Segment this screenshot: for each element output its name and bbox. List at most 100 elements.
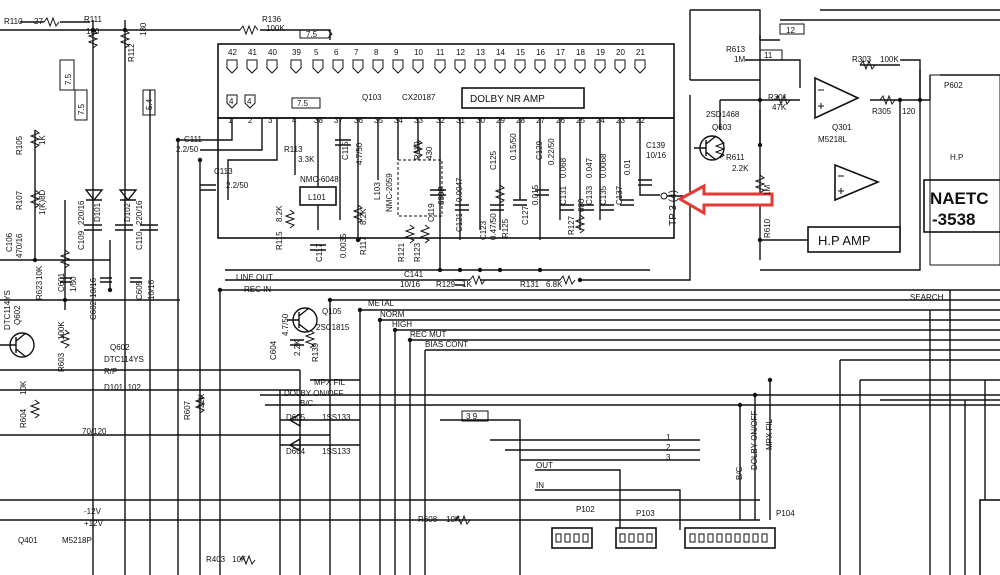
r136-label: R136 [262, 15, 282, 24]
flag-39: 3 9 [466, 412, 478, 421]
ic-top-pin-6: 7 [354, 48, 359, 57]
c106-value: 470/16 [15, 233, 24, 258]
c109-value: 220/16 [77, 200, 86, 225]
r115-value: 8.2K [275, 205, 284, 222]
ic-bottom-pin-11: 31 [456, 116, 465, 125]
r403-label: R403 [206, 555, 226, 564]
c131-value: 0.068 [559, 157, 568, 178]
q401-ref: Q401 [18, 536, 38, 545]
connector-pin-1-0 [619, 533, 626, 543]
r613-value: 1M [734, 55, 745, 64]
r607-label: R607 [183, 400, 192, 420]
tp-label: TP 3 (4) [668, 190, 679, 226]
c115-value: 4.7/50 [355, 142, 364, 165]
line-out: LINE OUT [236, 273, 273, 282]
r111-value: 180 [86, 27, 100, 36]
rec-mut-label: REC MUT [410, 330, 447, 339]
c110-value: 220/16 [135, 200, 144, 225]
r119-value: 430 [425, 146, 434, 160]
r110-value: 27 [34, 17, 43, 26]
ic-pin-marker-18 [594, 59, 606, 74]
net-2: 2 [666, 443, 671, 452]
d604-ref: D604 [286, 447, 306, 456]
c119-label: C119 [427, 203, 436, 222]
q603-part: 2SD1468 [706, 110, 740, 119]
connector-pin-1-1 [628, 533, 635, 543]
q602a-ref: Q602 [13, 305, 22, 325]
r623-value: 10K [35, 265, 44, 280]
d605-part: 1SS133 [322, 413, 351, 422]
q602b-part: DTC114YS [104, 355, 144, 364]
high-label: HIGH [392, 320, 412, 329]
c110-label: C110 [135, 231, 144, 250]
r105-value: 1K [38, 135, 47, 145]
p602-label: P602 [944, 81, 963, 90]
connector-pin-0-1 [564, 533, 571, 543]
c125-label: C125 [489, 150, 498, 170]
junction-dot [757, 97, 763, 103]
ic-pin-marker-10 [434, 59, 446, 74]
wiring [0, 9, 1000, 575]
ic-bottom-pin-0: 1 [228, 116, 233, 125]
r113-value: 3.3K [298, 155, 315, 164]
junction-dot [90, 27, 96, 33]
flag-54: 5.4 [145, 98, 154, 110]
v70-label: 70/120 [82, 427, 107, 436]
ic-pin-marker-6 [352, 59, 364, 74]
rp-label: R/P [104, 367, 117, 376]
c139-label: C139 [646, 141, 666, 150]
r611-value: 2.2K [732, 164, 749, 173]
r613-label: R613 [726, 45, 746, 54]
c117-label: C117 [315, 243, 324, 262]
ic-top-pin-2: 40 [268, 48, 277, 57]
q301-ref: Q301 [832, 123, 852, 132]
ic-bottom-pin-2: 3 [268, 116, 273, 125]
c119-value: 680P [437, 186, 446, 205]
mpx-fil-label: MPX FIL [314, 378, 346, 387]
labels: R110 27 R111 180 R112 180 7.5 7.5 5.4 R1… [3, 15, 989, 564]
ic-pin-marker-2 [266, 59, 278, 74]
r608-label: R608 [418, 515, 438, 524]
c113-value: 2.2/50 [226, 181, 249, 190]
junction-dot [537, 267, 543, 273]
c605-value: 10/16 [147, 279, 156, 300]
r107-value: 1(K)8D [38, 189, 47, 215]
c133-label: C133 [585, 185, 594, 205]
q105-part: 2SC1815 [316, 323, 350, 332]
junction-dot [355, 237, 361, 243]
r123-label: R123 [413, 242, 422, 262]
ic-bottom-pin-8: 34 [394, 116, 403, 125]
components [0, 16, 1000, 575]
ic-bottom-pin-15: 27 [536, 116, 545, 125]
ic-bottom-pin-20: 22 [636, 116, 645, 125]
r604-value: 10K [19, 380, 28, 395]
ic-top-pin-markers [226, 59, 646, 74]
hp-label: H.P [950, 153, 963, 162]
net-3: 3 [666, 453, 671, 462]
in-label: IN [536, 481, 544, 490]
c106-label: C106 [5, 232, 14, 252]
connector-pin-2-0 [689, 533, 696, 543]
junction-dot [737, 402, 743, 408]
connector-pin-0-2 [573, 533, 580, 543]
c111-label: C111 [184, 135, 202, 144]
ic-bottom-pin-5: 37 [334, 116, 343, 125]
l101-label: L101 [308, 193, 326, 202]
c109-label: C109 [77, 230, 86, 250]
c129-label: C129 [535, 140, 544, 160]
junction-dot [917, 97, 923, 103]
p104-label: P104 [776, 509, 795, 518]
c139-value: 10/16 [646, 151, 667, 160]
r603-value: 100K [57, 321, 66, 340]
c604-label: C604 [269, 340, 278, 360]
r112-value: 180 [139, 22, 148, 36]
ic-bottom-pin-17: 25 [576, 116, 585, 125]
c605-label: C605 [135, 280, 144, 300]
junction-dot [327, 297, 333, 303]
naetc-line2: -3538 [932, 210, 975, 229]
junction-dot [357, 307, 363, 313]
d101-label: D101 [93, 202, 102, 222]
connector-pin-1-2 [637, 533, 644, 543]
